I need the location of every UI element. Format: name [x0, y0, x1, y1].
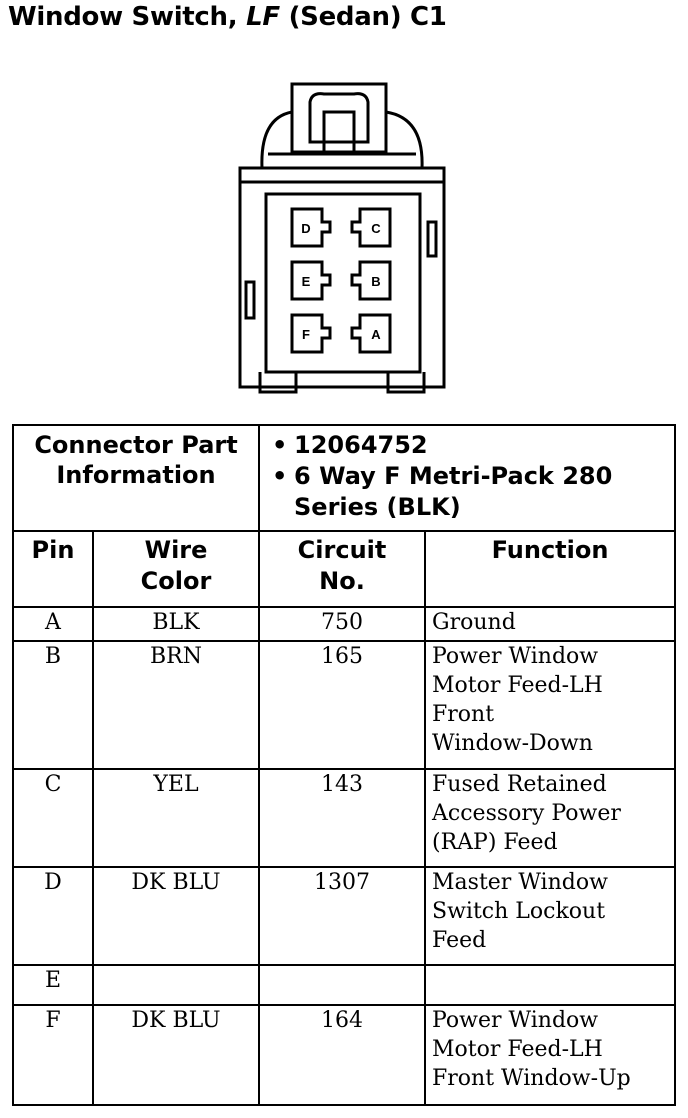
function-line: Motor Feed-LH [432, 1037, 603, 1062]
wire-color-header-line1: Wire [144, 536, 208, 564]
foot-right [386, 372, 426, 394]
connector-info-heading: Connector Part Information [11, 424, 261, 532]
wire-color-cell [91, 964, 261, 1006]
cavity-b [350, 260, 392, 301]
cavity-row-2 [290, 260, 392, 301]
function-cell: Power Window Motor Feed-LH Front Window-… [424, 1004, 677, 1106]
foot-left [258, 372, 298, 394]
pin-header: Pin [12, 530, 94, 608]
body-outline [238, 166, 446, 389]
latch-outline [290, 82, 388, 154]
latch-inner [308, 92, 370, 144]
table-row: F DK BLU 164 Power Window Motor Feed-LH … [12, 1004, 677, 1106]
wire-color-cell: DK BLU [91, 866, 261, 966]
cavity-d [290, 207, 332, 248]
cavity-label-f: F [302, 327, 310, 342]
function-header-label: Function [491, 536, 609, 564]
circuit-header-line2: No. [319, 567, 365, 595]
wire-color-cell: BRN [91, 640, 261, 770]
connector-info-row: Connector Part Information •12064752 •6 … [11, 424, 677, 532]
function-line: Fused Retained [432, 772, 607, 797]
function-line: Ground [432, 610, 516, 635]
connector-face-diagram: D C E B F A [238, 82, 446, 394]
description-line1: 6 Way F Metri-Pack 280 [294, 462, 613, 490]
function-line: Power Window [432, 644, 599, 669]
pin-cell: B [12, 640, 94, 770]
function-line: Accessory Power [432, 801, 621, 826]
pin-cell: D [12, 866, 94, 966]
description-item: •6 Way F Metri-Pack 280 [272, 461, 674, 492]
function-cell: Master Window Switch Lockout Feed [424, 866, 677, 966]
circuit-cell: 143 [258, 768, 427, 868]
function-line: Motor Feed-LH [432, 673, 603, 698]
cavity-row-3 [290, 313, 392, 354]
cavity-label-e: E [302, 274, 311, 289]
function-line: Front Window-Up [432, 1066, 631, 1091]
title-suffix: (Sedan) C1 [279, 2, 447, 32]
table-row: B BRN 165 Power Window Motor Feed-LH Fro… [12, 640, 677, 770]
page-title: Window Switch, LF (Sedan) C1 [8, 2, 447, 32]
pin-header-label: Pin [31, 536, 75, 564]
part-number: 12064752 [294, 431, 428, 459]
latch-side-left [260, 110, 293, 169]
cavity-label-a: A [371, 327, 381, 342]
description-line2: Series (BLK) [294, 493, 461, 521]
function-line: Power Window [432, 1008, 599, 1033]
pin-cell: C [12, 768, 94, 868]
latch-bar [322, 110, 356, 154]
function-line: Window-Down [432, 731, 593, 756]
connector-heading-line2: Information [56, 461, 216, 489]
pinout-table: Connector Part Information •12064752 •6 … [11, 424, 677, 1106]
connector-heading-line1: Connector Part [34, 431, 238, 459]
circuit-cell [258, 964, 427, 1006]
circuit-cell: 1307 [258, 866, 427, 966]
function-cell [424, 964, 677, 1006]
part-number-item: •12064752 [272, 430, 674, 461]
function-line: Front [432, 702, 495, 727]
cavity-c [350, 207, 392, 248]
bullet: • [272, 431, 288, 459]
table-row: C YEL 143 Fused Retained Accessory Power… [12, 768, 677, 868]
circuit-cell: 165 [258, 640, 427, 770]
circuit-header-line1: Circuit [297, 536, 387, 564]
function-header: Function [424, 530, 677, 608]
pin-cell: E [12, 964, 94, 1006]
wire-color-header-line2: Color [140, 567, 212, 595]
cavity-label-c: C [371, 221, 381, 236]
body-inner [264, 192, 422, 374]
connector-info-list: •12064752 •6 Way F Metri-Pack 280 Series… [258, 424, 677, 532]
function-cell: Power Window Motor Feed-LH Front Window-… [424, 640, 677, 770]
function-line: Switch Lockout [432, 899, 606, 924]
cavity-label-b: B [371, 274, 380, 289]
pin-cell: A [12, 606, 94, 642]
title-prefix: Window Switch, [8, 2, 247, 32]
circuit-cell: 164 [258, 1004, 427, 1106]
function-line: Master Window [432, 870, 608, 895]
function-cell: Ground [424, 606, 677, 642]
cavity-e [290, 260, 332, 301]
cavity-f [290, 313, 332, 354]
latch-side-right [385, 110, 424, 169]
side-key-right [426, 220, 438, 258]
title-italic: LF [246, 2, 280, 32]
table-row: D DK BLU 1307 Master Window Switch Locko… [12, 866, 677, 966]
wire-color-cell: BLK [91, 606, 261, 642]
side-key-left [244, 280, 256, 320]
function-line: Feed [432, 928, 487, 953]
cavity-a [350, 313, 392, 354]
table-row: E [12, 964, 677, 1006]
wire-color-cell: DK BLU [91, 1004, 261, 1106]
bullet: • [272, 462, 288, 490]
circuit-cell: 750 [258, 606, 427, 642]
table-row: A BLK 750 Ground [12, 606, 677, 642]
function-cell: Fused Retained Accessory Power (RAP) Fee… [424, 768, 677, 868]
function-line: (RAP) Feed [432, 830, 558, 855]
pin-cell: F [12, 1004, 94, 1106]
cavity-row-1 [290, 207, 392, 248]
wire-color-cell: YEL [91, 768, 261, 868]
cavity-label-d: D [301, 221, 310, 236]
